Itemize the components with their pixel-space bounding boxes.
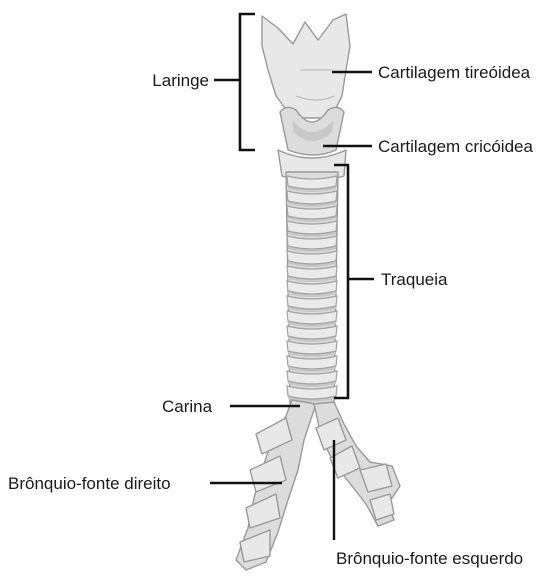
right-main-bronchus-shape: [236, 400, 316, 570]
thyroid-cartilage-label: Cartilagem tireóidea: [378, 63, 531, 82]
cricoid-cartilage-label: Cartilagem cricóidea: [378, 137, 533, 156]
carina-label: Carina: [162, 397, 213, 416]
trachea-shape: [286, 172, 338, 404]
thyroid-cartilage-shape: [262, 14, 350, 118]
larynx-bracket: [240, 14, 255, 150]
left-main-bronchus-label: Brônquio-fonte esquerdo: [336, 549, 523, 568]
right-main-bronchus-label: Brônquio-fonte direito: [8, 474, 171, 493]
larynx-label: Laringe: [152, 71, 209, 90]
trachea-label: Traqueia: [381, 270, 448, 289]
left-main-bronchus-shape: [314, 402, 400, 526]
